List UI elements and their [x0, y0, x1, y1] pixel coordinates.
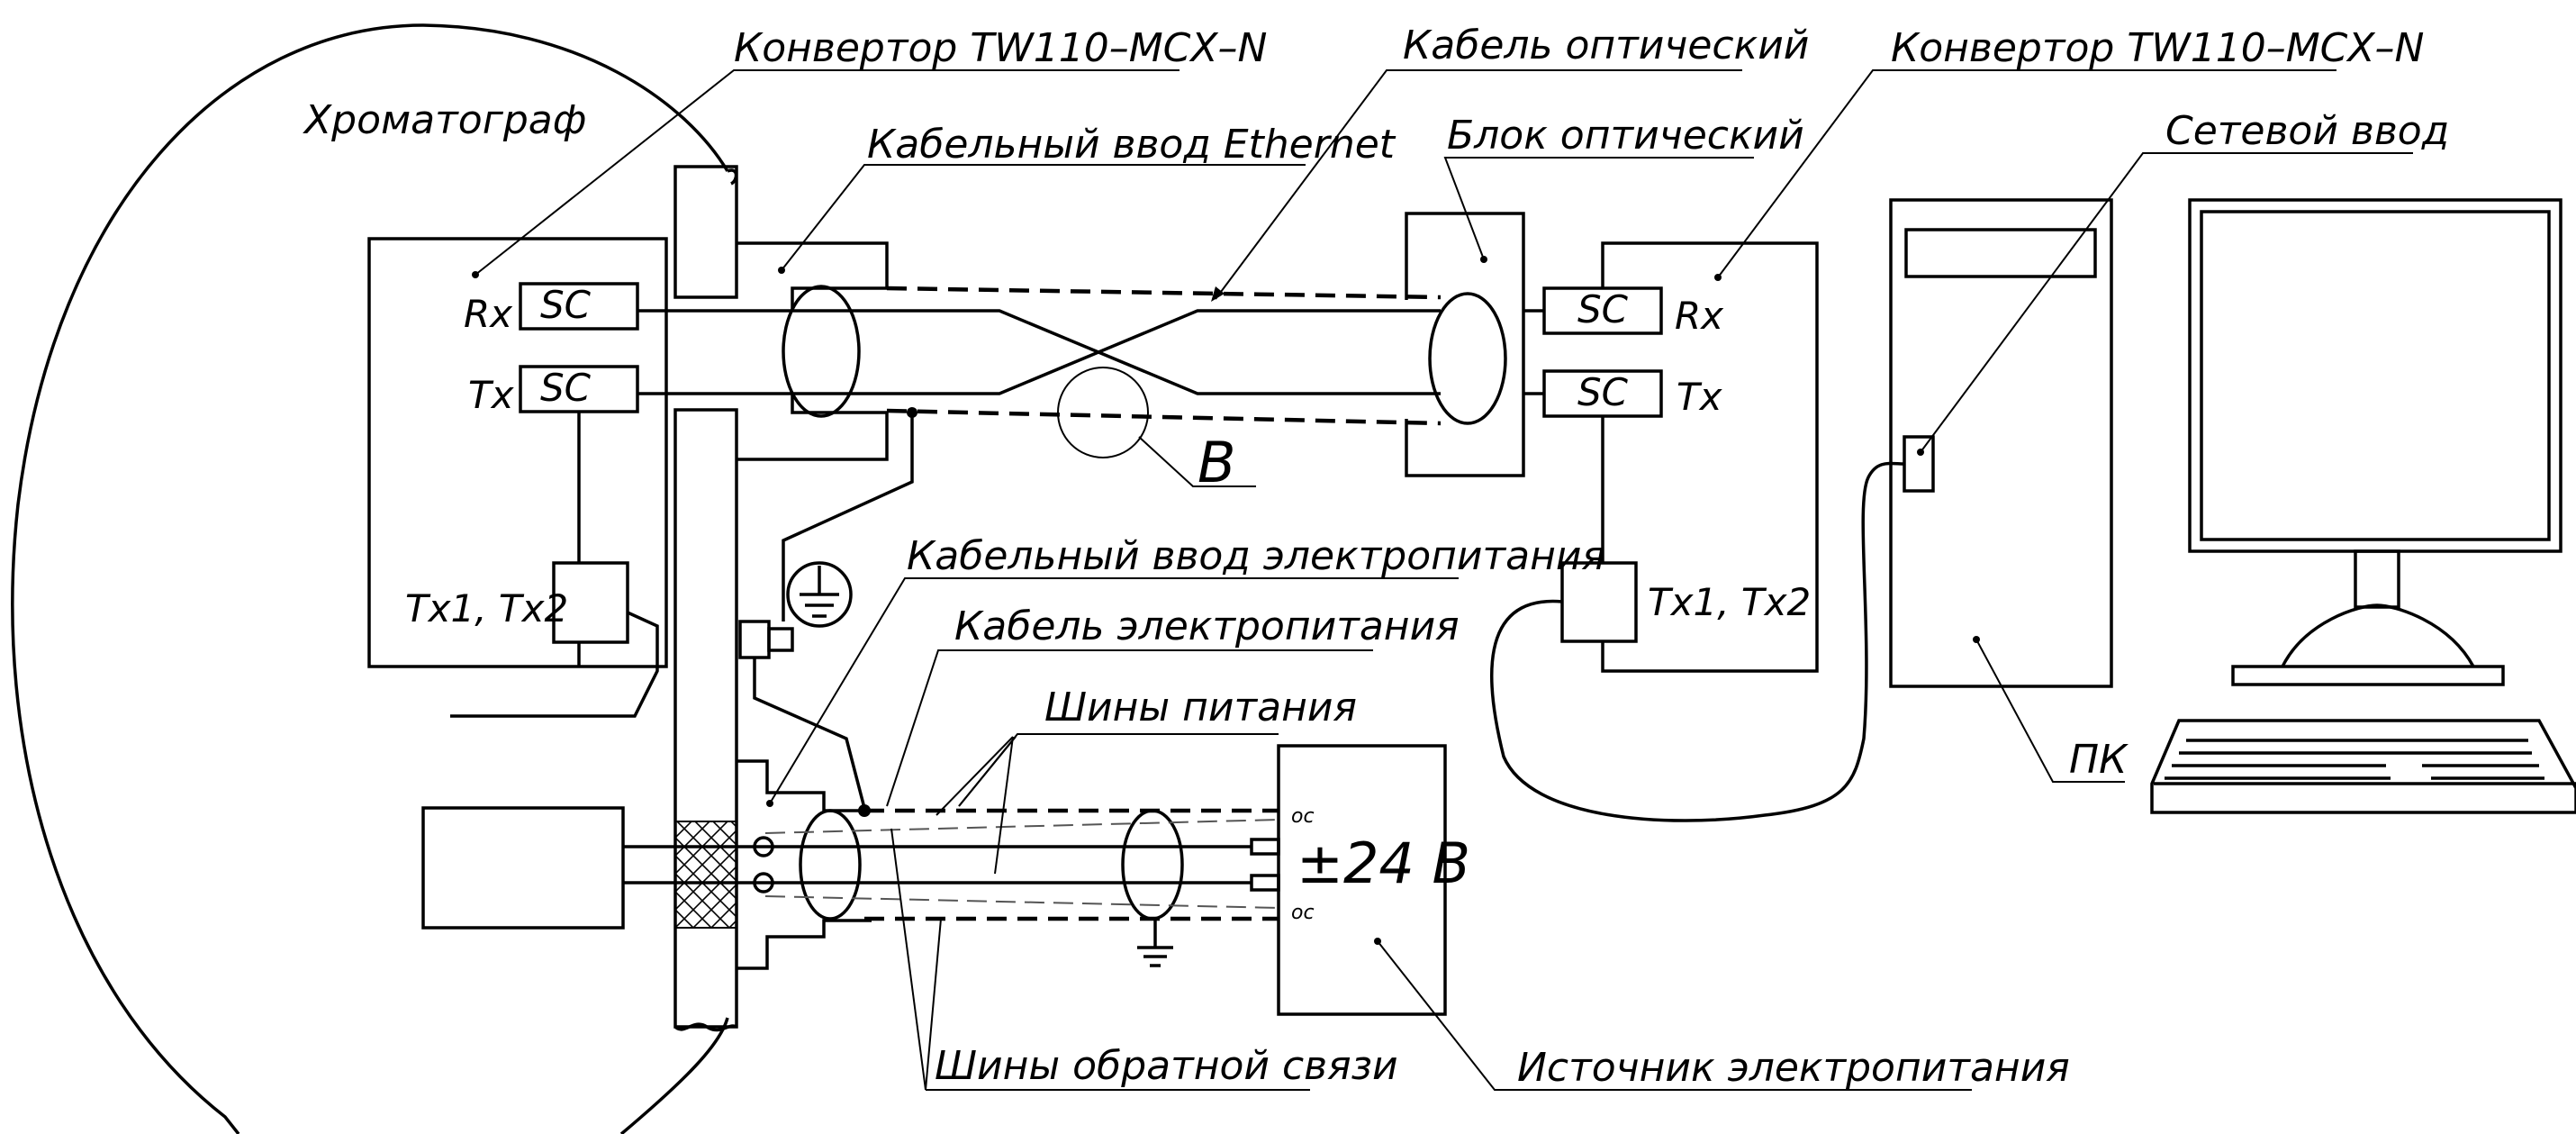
power-source-label: Источник электропитания [1517, 1045, 2070, 1091]
chromatograph-label: Хроматограф [303, 97, 586, 143]
left-sc2-label: SC [540, 366, 592, 410]
left-sc-rx-connector [519, 282, 639, 331]
left-tx-label: Tx [468, 373, 515, 417]
monitor-base [2231, 665, 2505, 686]
ground-node [907, 407, 917, 418]
feedback-buses-label: Шины обратной связи [935, 1043, 1398, 1089]
monitor-screen [2200, 210, 2551, 541]
converter-right-label: Конвертор TW110–MCX–N [1891, 25, 2424, 71]
right-sc2-label: SC [1577, 370, 1629, 414]
left-rx-label: Rx [464, 292, 513, 336]
ethernet-gland-label: Кабельный ввод Ethernet [867, 122, 1396, 168]
left-txx-label: Tx1, Tx2 [405, 586, 568, 631]
monitor-stand [2281, 603, 2475, 667]
optical-block [1405, 212, 1525, 477]
ethernet-gland [737, 241, 889, 461]
pc-label: ПК [2069, 737, 2129, 783]
network-input-label: Сетевой ввод [2165, 108, 2449, 154]
cable-ellipse-left [782, 285, 861, 418]
voltage-label: ±24 В [1297, 830, 1470, 896]
right-txx-block [1560, 561, 1638, 643]
oc-top-label: ос [1291, 805, 1315, 828]
wall [673, 165, 738, 1032]
keyboard [2150, 719, 2576, 814]
pc-drive-bay [1904, 228, 2097, 278]
cable-ellipse-right [1428, 292, 1507, 425]
ground-symbol-icon [786, 561, 853, 628]
power-buses-label: Шины питания [1044, 685, 1357, 730]
right-tx-label: Tx [1677, 375, 1723, 419]
sensor-box [421, 806, 625, 930]
monitor-frame [2188, 198, 2562, 553]
right-txx-label: Tx1, Tx2 [1648, 580, 1811, 624]
oc-bottom-label: ос [1291, 902, 1315, 924]
wall-break-top [727, 168, 738, 186]
optical-block-label: Блок оптический [1447, 113, 1804, 159]
pc-tower [1889, 198, 2113, 688]
right-sc1-label: SC [1577, 287, 1629, 331]
power-gland-label: Кабельный ввод электропитания [907, 533, 1605, 579]
detail-b-label: B [1198, 430, 1236, 495]
left-converter-box [367, 237, 668, 668]
converter-left-label: Конвертор TW110–MCX–N [734, 25, 1267, 71]
power-cable-label: Кабель электропитания [954, 603, 1460, 649]
power-gland [737, 759, 872, 970]
optical-cable-label: Кабель оптический [1403, 23, 1809, 68]
right-converter-box [1601, 241, 1819, 673]
left-sc1-label: SC [540, 283, 592, 327]
right-rx-label: Rx [1675, 294, 1724, 338]
power-cable-ellipse-right [1121, 809, 1184, 921]
power-cable-ellipse-left [799, 809, 862, 921]
detail-b-circle [1057, 367, 1149, 458]
network-port-icon [1903, 435, 1935, 493]
left-txx-block [552, 561, 629, 644]
leader-lines [472, 69, 2413, 1091]
